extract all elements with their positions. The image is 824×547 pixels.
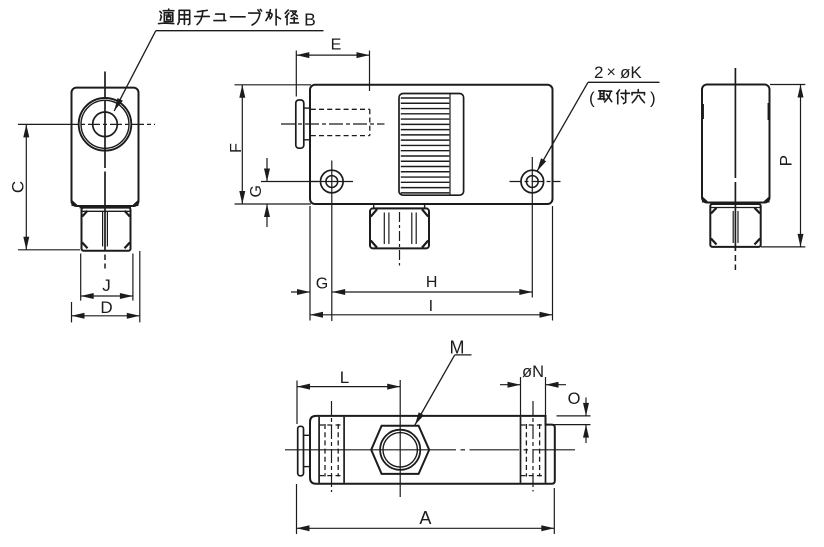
- svg-text:F: F: [228, 143, 245, 153]
- svg-text:G: G: [248, 185, 265, 197]
- svg-text:(: (: [589, 89, 595, 108]
- svg-text:J: J: [102, 276, 111, 295]
- svg-text:C: C: [9, 181, 28, 193]
- svg-text:L: L: [340, 368, 349, 387]
- svg-text:M: M: [450, 338, 465, 358]
- svg-text:B: B: [304, 9, 316, 29]
- svg-text:P: P: [777, 155, 796, 166]
- svg-text:H: H: [426, 274, 438, 291]
- svg-text:D: D: [100, 298, 112, 317]
- svg-text:O: O: [568, 390, 581, 408]
- svg-text:×: ×: [607, 64, 616, 81]
- svg-text:I: I: [429, 298, 433, 315]
- svg-text:A: A: [419, 508, 431, 528]
- svg-text:E: E: [331, 36, 342, 53]
- svg-text:øN: øN: [522, 363, 544, 381]
- svg-text:2: 2: [594, 63, 603, 82]
- svg-text:): ): [650, 89, 656, 108]
- svg-text:G: G: [316, 275, 328, 292]
- svg-text:øK: øK: [620, 63, 642, 82]
